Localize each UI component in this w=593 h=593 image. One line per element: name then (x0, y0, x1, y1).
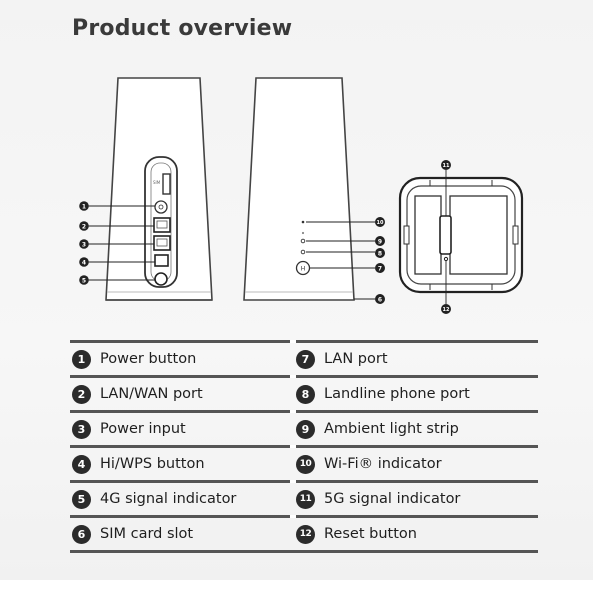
svg-text:12: 12 (443, 307, 450, 313)
callout-4: 4 (79, 257, 89, 267)
legend-number: 8 (296, 384, 315, 404)
legend-label: LAN port (324, 351, 388, 367)
legend-number: 10 (296, 454, 315, 474)
page-title: Product overview (72, 16, 293, 41)
legend-item: 1 Power button (72, 343, 290, 375)
svg-text:3: 3 (82, 241, 86, 248)
legend-number: 6 (72, 524, 91, 544)
svg-text:SIM: SIM (153, 180, 161, 185)
svg-text:2: 2 (82, 223, 86, 230)
power-input-shape (154, 272, 168, 286)
legend-table: 1 Power button 7 LAN port 2 LAN/WAN port… (70, 340, 538, 553)
wifi-indicator-dot (301, 220, 305, 224)
legend-row: 5 4G signal indicator 11 5G signal indic… (70, 480, 538, 515)
legend-label: Wi-Fi® indicator (324, 456, 442, 472)
phone-port-shape (154, 254, 169, 267)
legend-item: 7 LAN port (296, 343, 536, 375)
legend-number: 11 (296, 489, 315, 509)
legend-number: 3 (72, 419, 91, 439)
legend-label: 4G signal indicator (100, 491, 237, 507)
legend-row: 1 Power button 7 LAN port (70, 340, 538, 375)
5g-indicator-dot (300, 238, 306, 244)
legend-number: 7 (296, 349, 315, 369)
legend-row: 4 Hi/WPS button 10 Wi-Fi® indicator (70, 445, 538, 480)
hi-wps-button-shape (295, 260, 311, 276)
callout-9: 9 (375, 236, 385, 246)
callout-8: 8 (375, 248, 385, 258)
svg-text:8: 8 (378, 250, 382, 257)
product-diagram: SIM 1 2 3 4 5 H (79, 77, 524, 314)
svg-text:9: 9 (378, 238, 382, 245)
sim-slot-shape (162, 173, 171, 195)
callout-7: 7 (375, 263, 385, 273)
legend-label: 5G signal indicator (324, 491, 461, 507)
svg-text:10: 10 (377, 220, 384, 226)
svg-text:6: 6 (378, 296, 382, 303)
legend-item: 4 Hi/WPS button (72, 448, 290, 480)
callout-11: 11 (441, 160, 451, 170)
callout-1: 1 (79, 201, 89, 211)
legend-label: Ambient light strip (324, 421, 459, 437)
legend-number: 5 (72, 489, 91, 509)
legend-item: 8 Landline phone port (296, 378, 536, 410)
reset-button-shape (443, 256, 449, 262)
callout-6: 6 (375, 294, 385, 304)
legend-number: 1 (72, 349, 91, 369)
legend-label: Reset button (324, 526, 417, 542)
legend-number: 9 (296, 419, 315, 439)
lan-port-shape (153, 235, 171, 251)
legend-row: 3 Power input 9 Ambient light strip (70, 410, 538, 445)
svg-text:5: 5 (82, 277, 86, 284)
callout-3: 3 (79, 239, 89, 249)
legend-label: Power button (100, 351, 197, 367)
svg-text:4: 4 (82, 259, 86, 266)
device-back-view: SIM 1 2 3 4 5 (79, 77, 213, 301)
legend-item: 5 4G signal indicator (72, 483, 290, 515)
legend-number: 2 (72, 384, 91, 404)
svg-text:H: H (301, 266, 306, 273)
legend-label: SIM card slot (100, 526, 194, 542)
4g-indicator-dot (300, 249, 306, 255)
power-button-shape (154, 200, 168, 214)
lan-wan-port-shape (153, 217, 171, 233)
legend-item: 9 Ambient light strip (296, 413, 536, 445)
legend-label: LAN/WAN port (100, 386, 203, 402)
legend-item: 3 Power input (72, 413, 290, 445)
legend-item: 10 Wi-Fi® indicator (296, 448, 536, 480)
legend-item: 2 LAN/WAN port (72, 378, 290, 410)
device-bottom-view: 11 12 (398, 160, 524, 314)
device-front-view: H 10 9 8 7 6 (243, 77, 385, 304)
legend-row: 2 LAN/WAN port 8 Landline phone port (70, 375, 538, 410)
legend-item: 11 5G signal indicator (296, 483, 536, 515)
legend-number: 4 (72, 454, 91, 474)
callout-2: 2 (79, 221, 89, 231)
callout-5: 5 (79, 275, 89, 285)
legend-item: 6 SIM card slot (72, 518, 290, 550)
callout-10: 10 (375, 217, 385, 227)
legend-number: 12 (296, 524, 315, 544)
legend-label: Hi/WPS button (100, 456, 205, 472)
svg-text:7: 7 (378, 265, 382, 272)
legend-label: Power input (100, 421, 186, 437)
center-slot-shape (439, 215, 452, 255)
legend-label: Landline phone port (324, 386, 470, 402)
callout-12: 12 (441, 304, 451, 314)
legend-item: 12 Reset button (296, 518, 536, 550)
svg-text:11: 11 (443, 163, 450, 169)
svg-text:1: 1 (82, 203, 86, 210)
legend-row: 6 SIM card slot 12 Reset button (70, 515, 538, 553)
